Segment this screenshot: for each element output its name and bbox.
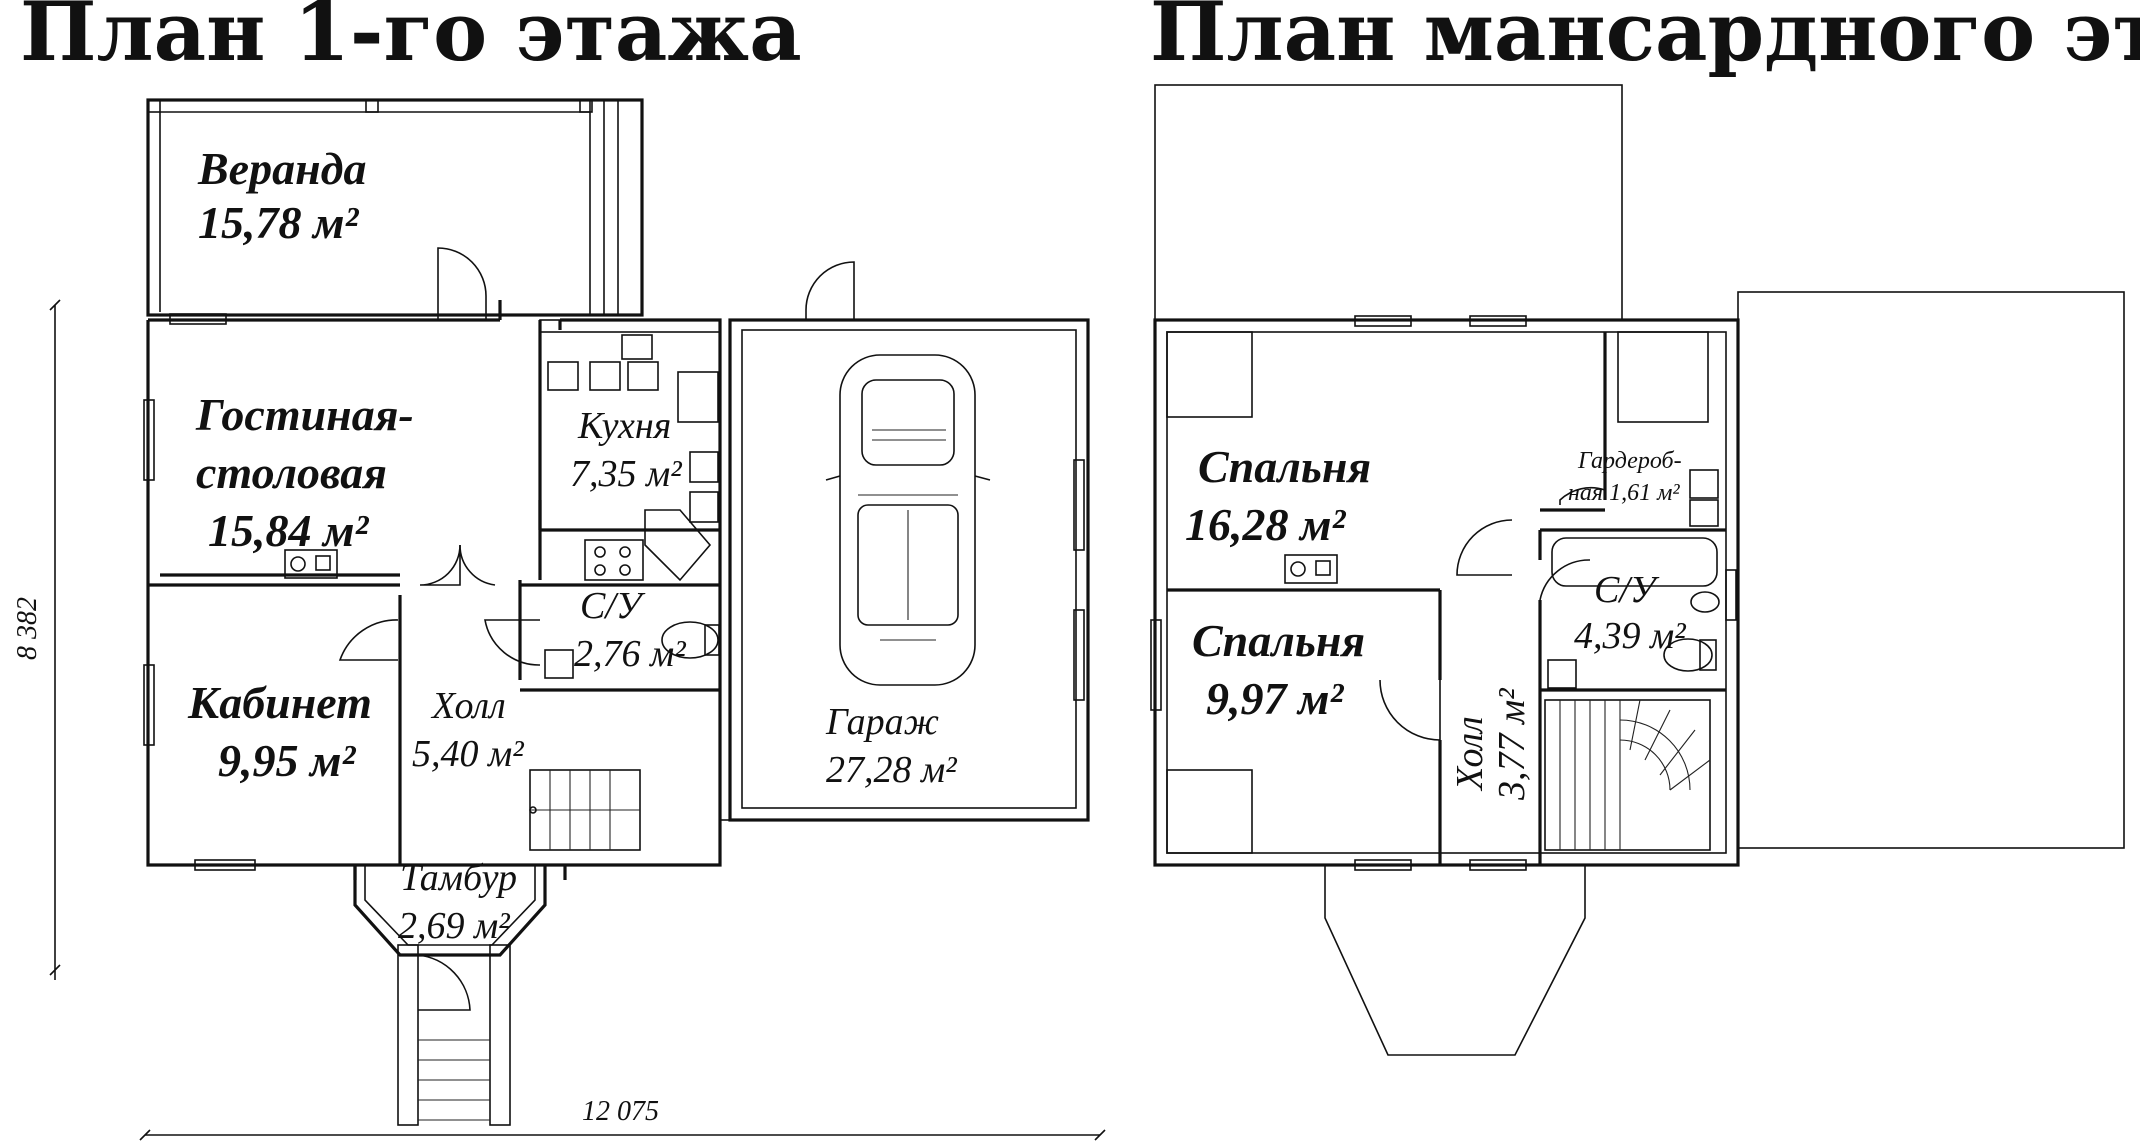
hall1-label: Холл <box>430 685 506 727</box>
kitchen-furniture <box>539 319 721 582</box>
wardrobe-label-line1: Гардероб- <box>1577 448 1682 474</box>
bedroom1-area: 16,28 м² <box>1185 499 1347 550</box>
living-label-line2: столовая <box>196 447 387 498</box>
veranda-label: Веранда <box>197 143 366 194</box>
veranda-area: 15,78 м² <box>198 197 360 248</box>
bath-label: С/У <box>1594 569 1660 611</box>
hall1-area: 5,40 м² <box>412 733 524 775</box>
office-area: 9,95 м² <box>218 735 357 786</box>
floor1-windows <box>143 313 1085 871</box>
kitchen-area: 7,35 м² <box>570 453 682 495</box>
attic-plan-title: План мансардного этажа <box>1150 0 2140 80</box>
vestibule-label: Тамбур <box>400 857 517 899</box>
attic-doors <box>1379 486 1606 741</box>
wardrobe-shelf <box>1689 469 1719 499</box>
office-label: Кабинет <box>187 677 372 728</box>
bath-area: 4,39 м² <box>1574 615 1686 657</box>
hall2-label: Холл <box>1449 716 1491 792</box>
garage-area: 27,28 м² <box>826 749 957 791</box>
bedroom2-area: 9,97 м² <box>1206 673 1345 724</box>
attic-outer-wall <box>1153 318 1740 867</box>
living-area: 15,84 м² <box>208 505 370 556</box>
attic-plan: Спальня 16,28 м² Спальня 9,97 м² Гардеро… <box>1150 84 2125 1056</box>
garage-inner <box>741 329 1077 809</box>
wc-fixtures <box>544 621 720 679</box>
veranda-outline <box>146 98 644 317</box>
floor1-stairs <box>529 769 641 851</box>
floor1-doors <box>338 247 855 666</box>
garage-label: Гараж <box>825 701 939 743</box>
width-dimension: 12 075 <box>582 1096 659 1127</box>
living-label-line1: Гостиная- <box>195 389 414 440</box>
bedroom1-label: Спальня <box>1198 441 1371 492</box>
bedroom-cabinet <box>1284 554 1338 584</box>
wardrobe-label-line2: ная 1,61 м² <box>1568 480 1680 506</box>
floor1-plan: Веранда 15,78 м² Гостиная- столовая 15,8… <box>12 98 1106 1141</box>
wardrobe-shelf-2 <box>1689 499 1719 527</box>
car-icon <box>825 354 991 686</box>
attic-windows <box>1150 315 1737 871</box>
roof-left <box>1154 84 1623 321</box>
living-room-cabinet <box>284 549 338 579</box>
attic-balcony <box>1324 865 1586 1056</box>
floor1-plan-title: План 1-го этажа <box>20 0 802 80</box>
wc1-label: С/У <box>580 585 646 627</box>
hall2-area: 3,77 м² <box>1491 688 1533 801</box>
vestibule-area: 2,69 м² <box>398 905 510 947</box>
garage-walls <box>728 318 1090 822</box>
bedroom2-label: Спальня <box>1192 615 1365 666</box>
vestibule-and-steps <box>353 865 547 1126</box>
floor1-dimensions <box>49 299 1106 1141</box>
attic-bathroom-fixtures <box>1547 537 1720 689</box>
house-outer-wall <box>146 300 722 880</box>
wc1-area: 2,76 м² <box>574 633 686 675</box>
height-dimension: 8 382 <box>12 597 43 660</box>
kitchen-label: Кухня <box>577 405 671 447</box>
attic-partitions <box>1167 332 1726 865</box>
roof-right <box>1737 291 2125 849</box>
attic-stairs <box>1544 699 1711 851</box>
floor1-partitions <box>148 320 720 865</box>
